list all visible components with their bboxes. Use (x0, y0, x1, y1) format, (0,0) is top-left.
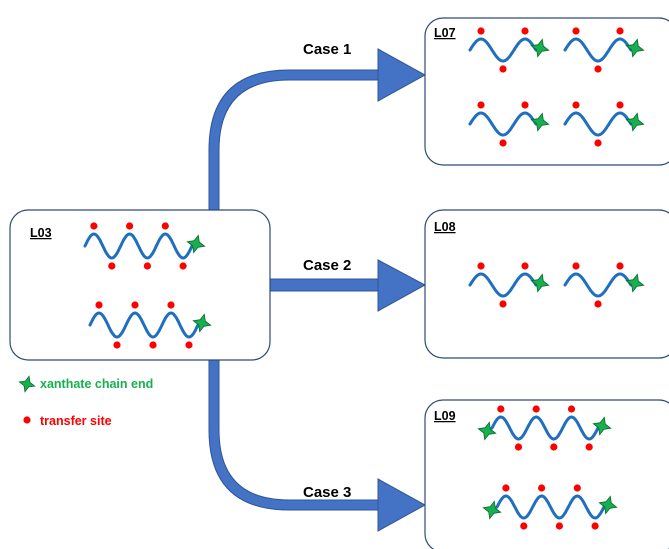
transfer-site-dot (179, 262, 187, 270)
chain-backbone (563, 272, 633, 298)
chain-end-star-icon (598, 495, 618, 515)
chain-backbone (563, 37, 633, 63)
transfer-site-dot (567, 405, 576, 413)
transfer-site-dot (126, 222, 134, 230)
chain-start-star-icon (477, 421, 497, 441)
chain-end-star-icon (592, 416, 612, 436)
transfer-site-dot (538, 484, 546, 492)
transfer-site-dot (550, 443, 558, 451)
transfer-site-dot (514, 443, 523, 451)
polymer-chain (88, 301, 212, 349)
polymer-chain (83, 222, 206, 270)
case-2-arrowhead (377, 259, 427, 312)
transfer-site-dot (477, 27, 485, 35)
transfer-site-dot (95, 301, 103, 309)
transfer-site-dot (616, 27, 624, 35)
transfer-site-dot (573, 484, 581, 492)
legend: xanthate chain end transfer site (18, 375, 153, 428)
transfer-site-dot (131, 301, 139, 309)
chain-end-star-icon (530, 273, 550, 293)
polymer-chain (482, 484, 618, 530)
transfer-site-dot (555, 522, 564, 530)
case-1-arrowhead (377, 48, 427, 102)
polymer-chain (468, 262, 550, 308)
xanthate-chain-end-star-icon (18, 375, 36, 393)
transfer-site-dot (520, 522, 528, 530)
polymer-chain (563, 27, 645, 73)
chain-start-star-icon (482, 500, 502, 520)
transfer-site-dot (616, 262, 624, 270)
case-2-label: Case 2 (303, 257, 351, 274)
transfer-site-dot (113, 341, 121, 349)
transfer-site-dot (90, 222, 98, 230)
chain-end-star-icon (625, 112, 645, 132)
box-label-l08: L08 (434, 220, 456, 234)
chain-backbone (83, 232, 194, 260)
transfer-site-dot (572, 262, 580, 270)
transfer-site-dot (499, 139, 507, 147)
case-1-box-l07 (424, 17, 669, 166)
transfer-site-dot (594, 139, 602, 147)
transfer-site-dot (161, 222, 169, 230)
transfer-site-dot (477, 101, 485, 109)
box-label-l09: L09 (434, 409, 456, 423)
legend-transfer-site-text: transfer site (40, 414, 112, 428)
polymer-chains (83, 27, 645, 530)
case-3-label: Case 3 (303, 484, 351, 501)
lower-branch-arrow-body (208, 359, 383, 511)
legend-chain-end-text: xanthate chain end (40, 377, 153, 391)
transfer-site-dot (521, 262, 529, 270)
chain-backbone (495, 494, 606, 520)
chain-backbone (468, 111, 538, 137)
arrows (208, 48, 427, 532)
transfer-site-dot (143, 262, 151, 270)
polymer-chain (563, 262, 645, 308)
chain-end-star-icon (625, 38, 645, 58)
chain-end-star-icon (530, 112, 550, 132)
chain-backbone (563, 111, 633, 137)
transfer-site-dot (594, 300, 602, 308)
box-label-l07: L07 (434, 26, 456, 40)
polymer-chain (477, 405, 612, 451)
case-2-arrow-body (269, 278, 382, 292)
case-3-box-l09 (424, 399, 669, 549)
transfer-site-dot (572, 27, 580, 35)
transfer-site-dot (616, 101, 624, 109)
transfer-site-dot (185, 341, 193, 349)
case-1-label: Case 1 (303, 41, 351, 58)
transfer-site-dot (499, 300, 507, 308)
transfer-site-dot (108, 262, 116, 270)
transfer-site-dot (499, 65, 507, 73)
transfer-site-dot (594, 65, 602, 73)
transfer-site-dot (585, 443, 593, 451)
transfer-site-dot-icon (23, 416, 31, 424)
transfer-site-dot (532, 405, 540, 413)
trunk-arrow-body (208, 69, 383, 211)
legend-star-glyph-icon (18, 375, 36, 393)
transfer-site-dot (572, 101, 580, 109)
transfer-site-dot (477, 262, 485, 270)
chain-backbone (88, 311, 200, 339)
transfer-site-dot (521, 101, 529, 109)
transfer-site-dot (502, 484, 510, 492)
chain-backbone (468, 37, 538, 63)
chain-end-star-icon (186, 234, 206, 254)
chain-end-star-icon (530, 38, 550, 58)
chain-end-star-icon (192, 313, 212, 333)
transfer-site-dot (521, 27, 529, 35)
box-label-l03: L03 (30, 226, 52, 240)
polymer-chain (468, 101, 550, 147)
transfer-site-dot (167, 301, 175, 309)
transfer-site-dot (591, 522, 599, 530)
polymer-chain (563, 101, 645, 147)
chain-backbone (468, 272, 538, 298)
case-3-arrowhead (377, 478, 427, 532)
polymer-chain (468, 27, 550, 73)
transfer-site-dot (497, 405, 505, 413)
transfer-site-dot (149, 341, 157, 349)
chain-backbone (490, 415, 600, 441)
chain-end-star-icon (625, 273, 645, 293)
